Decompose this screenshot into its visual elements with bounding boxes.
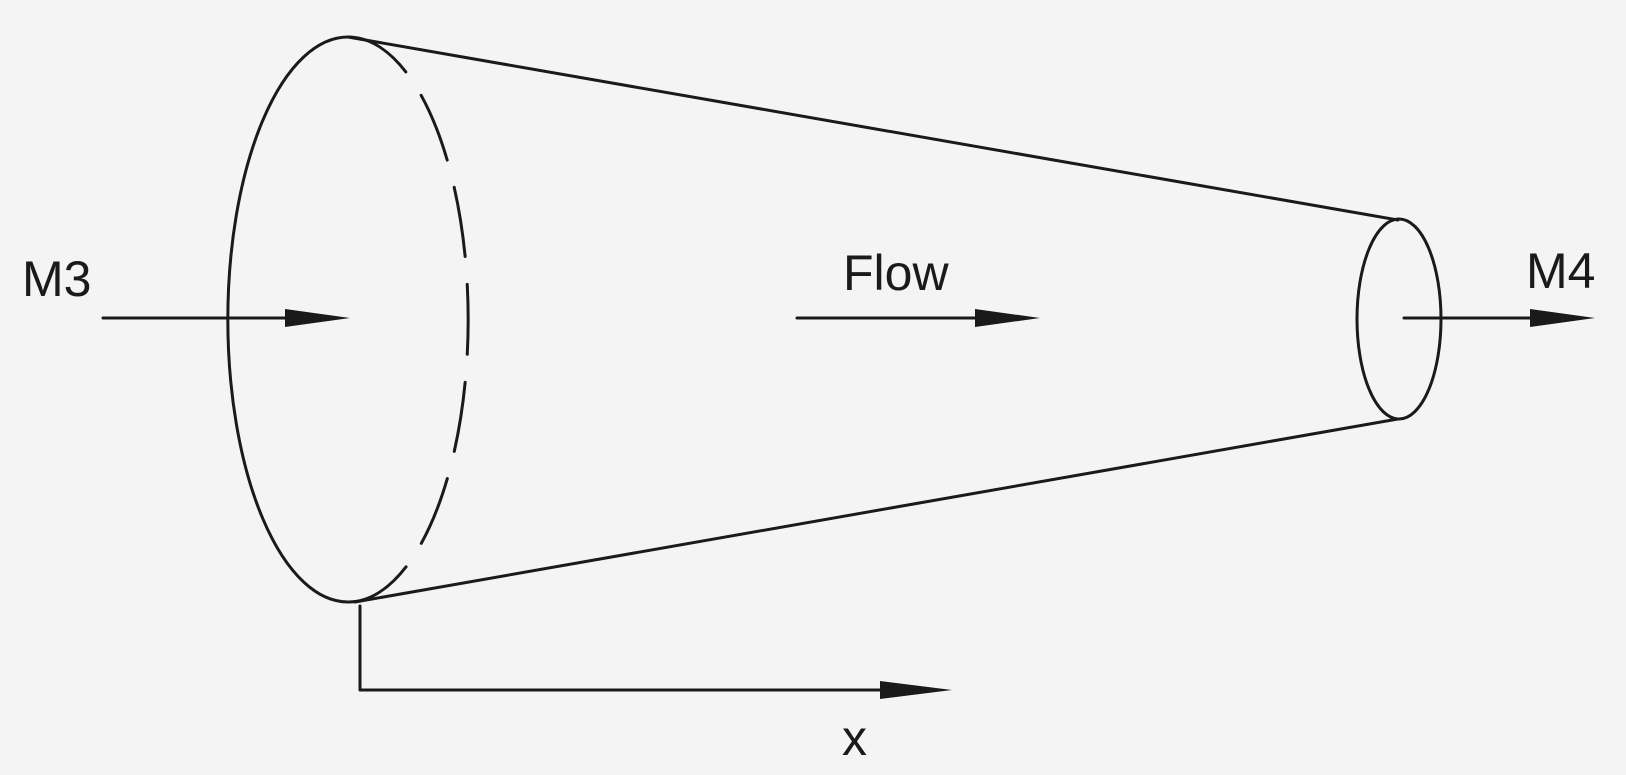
inlet-mach-label: M3 [22,251,91,307]
inlet-arrowhead [285,309,350,327]
inlet-back-arc-dashed [346,35,470,604]
outlet-mach-label: M4 [1526,243,1595,299]
x-axis-arrowhead [880,681,952,699]
outlet-arrowhead [1530,309,1595,327]
cone-bottom-edge [353,417,1400,604]
flow-label: Flow [843,245,949,301]
cone-top-edge [346,35,1400,222]
x-axis-label: x [842,710,867,766]
flow-arrowhead [975,309,1040,327]
x-axis-line [358,604,897,692]
